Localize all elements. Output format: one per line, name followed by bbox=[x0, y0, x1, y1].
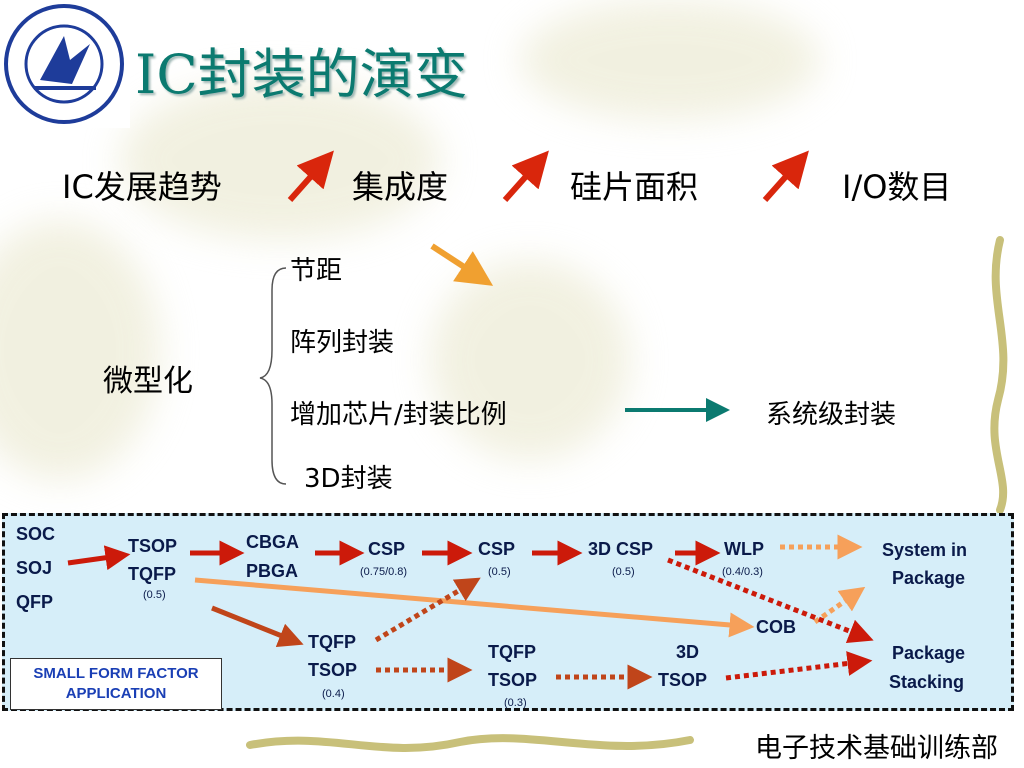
label-csp-2: CSP bbox=[478, 539, 516, 559]
trend-up-arrow bbox=[762, 150, 809, 202]
footer-department: 电子技术基础训练部 bbox=[755, 733, 998, 764]
label-package: Package bbox=[892, 568, 966, 588]
label-cob: COB bbox=[756, 617, 796, 637]
trend-die-area: 硅片面积 bbox=[570, 168, 699, 206]
note-wlp: (0.4/0.3) bbox=[722, 566, 763, 578]
mini-item-ratio: 增加芯片/封装比例 bbox=[290, 400, 507, 430]
mini-item-pitch: 节距 bbox=[290, 256, 343, 286]
trend-integration: 集成度 bbox=[352, 168, 449, 206]
note-csp-1: (0.75/0.8) bbox=[360, 566, 408, 578]
background-foliage bbox=[430, 260, 630, 460]
trend-up-arrow bbox=[502, 150, 549, 202]
pitch-down-arrow bbox=[430, 243, 494, 286]
logo bbox=[0, 0, 130, 128]
label-tqfp-a: TQFP bbox=[308, 632, 356, 652]
label-wlp: WLP bbox=[724, 539, 764, 559]
miniaturization-label: 微型化 bbox=[103, 364, 193, 399]
label-soj: SOJ bbox=[16, 558, 53, 578]
background-foliage bbox=[120, 80, 440, 240]
note-csp-2: (0.5) bbox=[488, 566, 511, 578]
label-tsop-b: TSOP bbox=[488, 670, 538, 690]
background-foliage bbox=[0, 220, 160, 480]
label-csp-1: CSP bbox=[368, 539, 406, 559]
label-tsop-3d: TSOP bbox=[658, 670, 708, 690]
mini-item-array: 阵列封装 bbox=[290, 328, 395, 358]
note-tqfp-tsop-b: (0.3) bbox=[504, 697, 527, 709]
label-soc: SOC bbox=[16, 524, 56, 544]
label-3d-csp: 3D CSP bbox=[588, 539, 654, 559]
page-title: IC封装的演变 bbox=[135, 43, 468, 106]
label-3d: 3D bbox=[676, 642, 700, 662]
brace bbox=[259, 267, 287, 485]
trend-io-count: I/O数目 bbox=[842, 168, 952, 206]
label-system-in: System in bbox=[882, 540, 968, 560]
sff-line-2: APPLICATION bbox=[65, 685, 167, 702]
note-3d-csp: (0.5) bbox=[612, 566, 635, 578]
sff-line-1: SMALL FORM FACTOR bbox=[33, 665, 199, 682]
label-tqfp: TQFP bbox=[128, 564, 176, 584]
label-package-2: Package bbox=[892, 643, 966, 663]
system-level-package: 系统级封装 bbox=[766, 400, 897, 430]
note-tsop-tqfp: (0.5) bbox=[143, 589, 166, 601]
label-qfp: QFP bbox=[16, 592, 54, 612]
label-tsop-a: TSOP bbox=[308, 660, 358, 680]
label-stacking: Stacking bbox=[889, 672, 965, 692]
background-foliage bbox=[520, 0, 820, 120]
label-tqfp-b: TQFP bbox=[488, 642, 536, 662]
note-tqfp-tsop-a: (0.4) bbox=[322, 688, 345, 700]
label-pbga: PBGA bbox=[246, 561, 299, 581]
trend-label: IC发展趋势 bbox=[62, 168, 222, 206]
small-form-factor-box: SMALL FORM FACTOR APPLICATION bbox=[10, 658, 222, 710]
label-cbga: CBGA bbox=[246, 532, 299, 552]
mini-item-3d: 3D封装 bbox=[304, 464, 393, 494]
trend-up-arrow bbox=[287, 150, 334, 202]
label-tsop: TSOP bbox=[128, 536, 178, 556]
